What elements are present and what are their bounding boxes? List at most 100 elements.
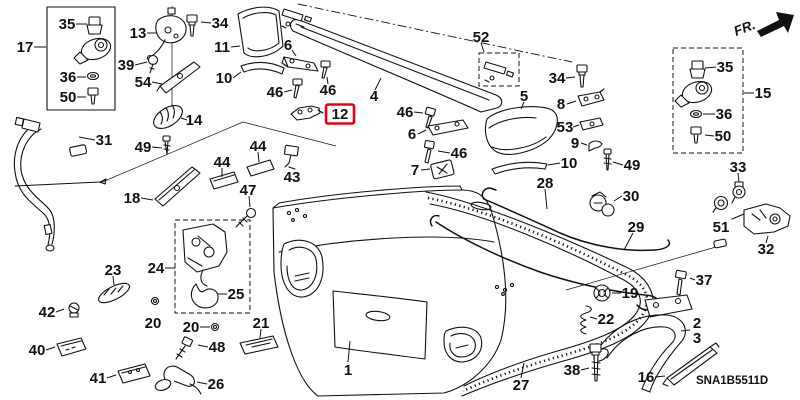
leader-line-16: [654, 375, 666, 378]
part-label-54-6[interactable]: 54: [135, 74, 152, 91]
part-label-37-57[interactable]: 37: [696, 272, 713, 289]
leader-line-26: [196, 381, 208, 385]
part-label-28-42[interactable]: 28: [537, 175, 554, 192]
part-label-13-4[interactable]: 13: [130, 25, 147, 42]
part-14-grip: [153, 104, 183, 129]
leader-line-32: [765, 235, 769, 244]
part-label-39-5[interactable]: 39: [118, 57, 135, 74]
leader-line-50: [704, 134, 715, 137]
part-label-38-63[interactable]: 38: [564, 362, 581, 379]
part-label-19-58[interactable]: 19: [622, 285, 639, 302]
part-label-35-54[interactable]: 35: [717, 59, 734, 76]
part-44-pad-a: [209, 171, 239, 190]
part-label-15-53[interactable]: 15: [755, 85, 772, 102]
part-label-49-11[interactable]: 49: [135, 139, 152, 156]
leader-line-4: [374, 77, 382, 91]
part-label-44-15[interactable]: 44: [250, 138, 267, 155]
part-40-pad: [56, 337, 87, 357]
part-label-32-52[interactable]: 32: [758, 241, 775, 258]
part-label-18-13[interactable]: 18: [124, 190, 141, 207]
part-label-8-44[interactable]: 8: [557, 96, 565, 113]
part-label-11-8[interactable]: 11: [214, 39, 230, 56]
part-label-24-18[interactable]: 24: [148, 260, 165, 277]
part-label-20-22[interactable]: 20: [145, 315, 162, 332]
part-label-4-34[interactable]: 4: [370, 88, 379, 105]
part-label-42-21[interactable]: 42: [39, 304, 56, 321]
part-28-torsion-bar: [481, 187, 671, 252]
part-label-14-10[interactable]: 14: [186, 112, 203, 129]
part-label-44-14[interactable]: 44: [214, 154, 231, 171]
leader-line-46: [413, 111, 424, 114]
part-label-27-64[interactable]: 27: [513, 377, 530, 394]
part-label-22-59[interactable]: 22: [598, 311, 615, 328]
part-52-hardware-right: [478, 52, 520, 87]
part-label-3-61[interactable]: 3: [693, 330, 701, 347]
part-label-47-17[interactable]: 47: [240, 182, 257, 199]
part-label-29-49[interactable]: 29: [628, 219, 645, 236]
part-22-spring: [580, 305, 592, 335]
part-label-52-35[interactable]: 52: [473, 29, 490, 46]
part-49-screw-right: [603, 148, 612, 171]
leader-line-6: [291, 49, 297, 57]
part-label-31-12[interactable]: 31: [96, 132, 113, 149]
part-label-33-50[interactable]: 33: [730, 159, 747, 176]
part-label-34-43[interactable]: 34: [549, 70, 566, 87]
part-label-36-55[interactable]: 36: [716, 106, 733, 123]
part-label-30-48[interactable]: 30: [623, 188, 640, 205]
part-label-5-36[interactable]: 5: [520, 88, 528, 105]
part-label-34-7[interactable]: 34: [212, 15, 229, 32]
lid-rivet-dots: [286, 207, 515, 296]
part-label-41-25[interactable]: 41: [90, 370, 107, 387]
part-label-23-20[interactable]: 23: [105, 262, 122, 279]
part-label-53-45[interactable]: 53: [557, 119, 574, 136]
leader-line-8: [566, 100, 577, 105]
part-6-hinge-base-left: [281, 56, 319, 72]
leader-line-52: [480, 42, 485, 53]
part-label-2-60[interactable]: 2: [693, 315, 701, 332]
part-label-40-24[interactable]: 40: [29, 342, 46, 359]
part-label-49-47[interactable]: 49: [624, 157, 641, 174]
part-label-21-28[interactable]: 21: [253, 315, 270, 332]
part-label-46-31[interactable]: 46: [267, 84, 284, 101]
part-20-nut-a: [150, 296, 160, 306]
part-label-6-38[interactable]: 6: [408, 126, 416, 143]
part-label-7-40[interactable]: 7: [411, 162, 419, 179]
part-label-10-9[interactable]: 10: [216, 70, 233, 87]
part-label-46-37[interactable]: 46: [397, 104, 414, 121]
part-label-46-39[interactable]: 46: [451, 145, 468, 162]
fr-label: FR.: [732, 17, 758, 39]
part-label-50-56[interactable]: 50: [715, 128, 732, 145]
part-label-46-32[interactable]: 46: [320, 82, 337, 99]
part-label-16-62[interactable]: 16: [638, 369, 655, 386]
leader-line-38: [580, 367, 590, 371]
leader-line-10: [232, 71, 242, 79]
part-label-1-29[interactable]: 1: [344, 362, 352, 379]
part-label-9-46[interactable]: 9: [571, 135, 579, 152]
part-label-10-41[interactable]: 10: [561, 155, 578, 172]
part-label-12-33[interactable]: 12: [332, 106, 349, 123]
part-label-48-26[interactable]: 48: [209, 339, 226, 356]
part-20-nut-b: [210, 322, 220, 332]
part-39-bolt-left: [147, 54, 159, 74]
part-label-51-51[interactable]: 51: [713, 219, 730, 236]
leader-line-46: [437, 150, 451, 154]
part-label-17-0[interactable]: 17: [17, 39, 34, 56]
part-label-36-2[interactable]: 36: [60, 69, 77, 86]
part-label-35-1[interactable]: 35: [59, 16, 76, 33]
part-label-25-19[interactable]: 25: [228, 286, 245, 303]
part-51-grommet: [712, 195, 729, 213]
part-8-hinge-bracket: [577, 88, 605, 107]
part-label-6-30[interactable]: 6: [284, 37, 292, 54]
leader-line-34: [565, 76, 576, 79]
part-34-bolt-left: [186, 14, 198, 37]
part-19-grommet: [593, 284, 611, 302]
part-18-trim-strip: [154, 166, 201, 207]
part-31-release-cable: [13, 116, 107, 252]
part-label-43-16[interactable]: 43: [284, 169, 301, 186]
part-42-clip: [68, 302, 80, 318]
part-label-20-23[interactable]: 20: [183, 319, 200, 336]
part-38-bolt: [589, 343, 602, 382]
part-label-50-3[interactable]: 50: [60, 89, 77, 106]
part-label-26-27[interactable]: 26: [208, 376, 225, 393]
leader-line-35: [704, 66, 717, 69]
